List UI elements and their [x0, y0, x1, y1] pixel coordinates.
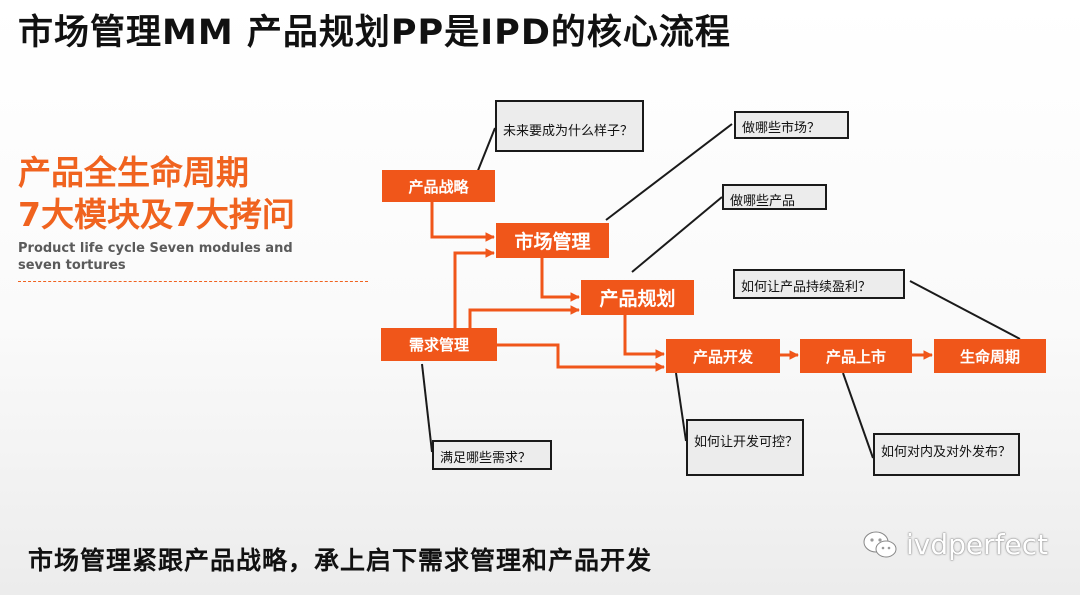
page-title: 市场管理MM 产品规划PP是IPD的核心流程: [18, 13, 731, 53]
arrow-demand-to-develop: [497, 343, 665, 372]
leader-satisfy: [421, 363, 433, 453]
watermark: ivdperfect: [862, 528, 1048, 561]
node-product-development: 产品开发: [666, 339, 780, 373]
node-market-management: 市场管理: [496, 223, 609, 258]
dashed-divider: [18, 281, 368, 282]
arrow-planning-to-develop: [623, 314, 665, 359]
callout-which-product: 做哪些产品: [722, 184, 827, 210]
english-subtitle: Product life cycle Seven modules and sev…: [18, 241, 293, 273]
heading-line-1: 产品全生命周期: [18, 153, 249, 192]
arrow-strategy-to-market: [430, 202, 495, 242]
callout-controllable: 如何让开发可控？: [686, 419, 804, 476]
leader-profit: [909, 280, 1021, 340]
arrow-demand-to-market: [453, 248, 495, 328]
leader-release: [842, 372, 874, 459]
node-product-launch: 产品上市: [800, 339, 912, 373]
node-product-strategy: 产品战略: [382, 170, 495, 202]
arrow-market-to-planning: [540, 257, 580, 302]
callout-profit: 如何让产品持续盈利？: [733, 269, 905, 299]
node-lifecycle: 生命周期: [934, 339, 1046, 373]
callout-future: 未来要成为什么样子？: [495, 100, 644, 152]
left-heading-block: 产品全生命周期 7大模块及7大拷问 Product life cycle Sev…: [18, 152, 368, 274]
leader-controllable: [675, 372, 687, 442]
wechat-icon: [863, 531, 897, 557]
callout-satisfy: 满足哪些需求？: [432, 440, 552, 470]
leader-which-product: [631, 196, 723, 273]
callout-release: 如何对内及对外发布？: [873, 433, 1020, 476]
node-product-planning: 产品规划: [581, 280, 694, 315]
callout-which-market: 做哪些市场？: [734, 111, 849, 139]
arrow-demand-to-planning: [468, 305, 580, 328]
leader-future: [474, 127, 496, 179]
watermark-text: ivdperfect: [906, 528, 1049, 561]
footer-summary: 市场管理紧跟产品战略，承上启下需求管理和产品开发: [28, 546, 653, 575]
heading-line-2: 7大模块及7大拷问: [18, 195, 295, 234]
leader-which-market: [605, 123, 733, 221]
node-demand-management: 需求管理: [381, 328, 497, 361]
